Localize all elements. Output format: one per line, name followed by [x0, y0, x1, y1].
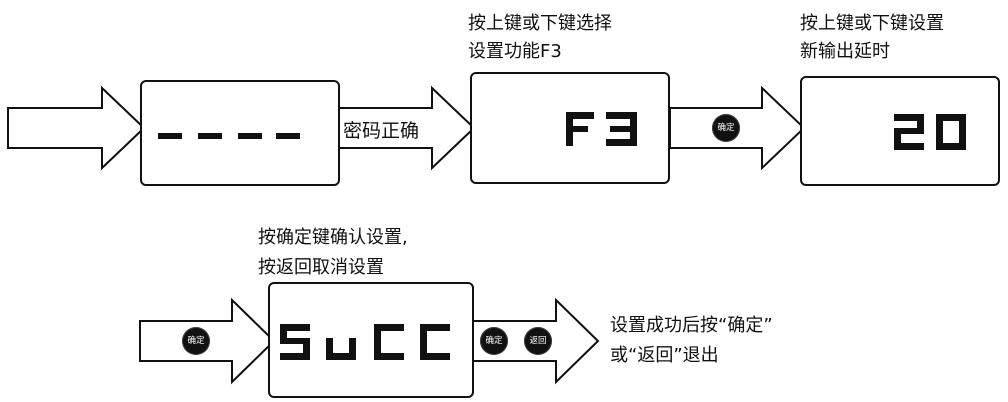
step3-caption-line2: 新输出延时	[800, 41, 890, 62]
lcd-char-C1	[374, 324, 404, 360]
step4-caption-line1: 按确定键确认设置,	[258, 227, 408, 248]
arrow-password-ok	[338, 85, 476, 171]
lcd-digit-0	[936, 114, 966, 150]
arrow-label-password-ok: 密码正确	[343, 120, 420, 142]
lcd-digit-2	[894, 114, 924, 150]
step2-caption-line2: 设置功能F3	[468, 41, 562, 62]
lcd-char-C2	[420, 324, 450, 360]
step2-caption-line1: 按上键或下键选择	[468, 13, 612, 34]
lcd-digit-F	[566, 112, 594, 146]
lcd-digit-3	[606, 112, 637, 146]
confirm-button-step4-in[interactable]: 确定	[182, 327, 210, 355]
step4-caption-line2: 按返回取消设置	[258, 257, 384, 278]
screen-function-select	[470, 72, 670, 184]
final-note-line1: 设置成功后按“确定”	[610, 315, 773, 336]
screen-password	[140, 80, 340, 186]
lcd-SUCC	[280, 324, 450, 360]
back-button[interactable]: 返回	[524, 327, 552, 355]
arrow-in	[7, 85, 146, 171]
lcd-char-S	[280, 324, 310, 360]
screen-success	[268, 282, 474, 398]
lcd-F3	[566, 112, 637, 146]
lcd-char-U	[326, 338, 356, 360]
screen-delay-set	[800, 76, 1000, 186]
dashes-display	[158, 133, 300, 139]
confirm-button-step2[interactable]: 确定	[712, 114, 740, 142]
step3-caption-line1: 按上键或下键设置	[800, 13, 944, 34]
lcd-20	[894, 114, 966, 150]
final-note-line2: 或“返回”退出	[610, 345, 719, 366]
confirm-button-step4-out[interactable]: 确定	[480, 327, 508, 355]
